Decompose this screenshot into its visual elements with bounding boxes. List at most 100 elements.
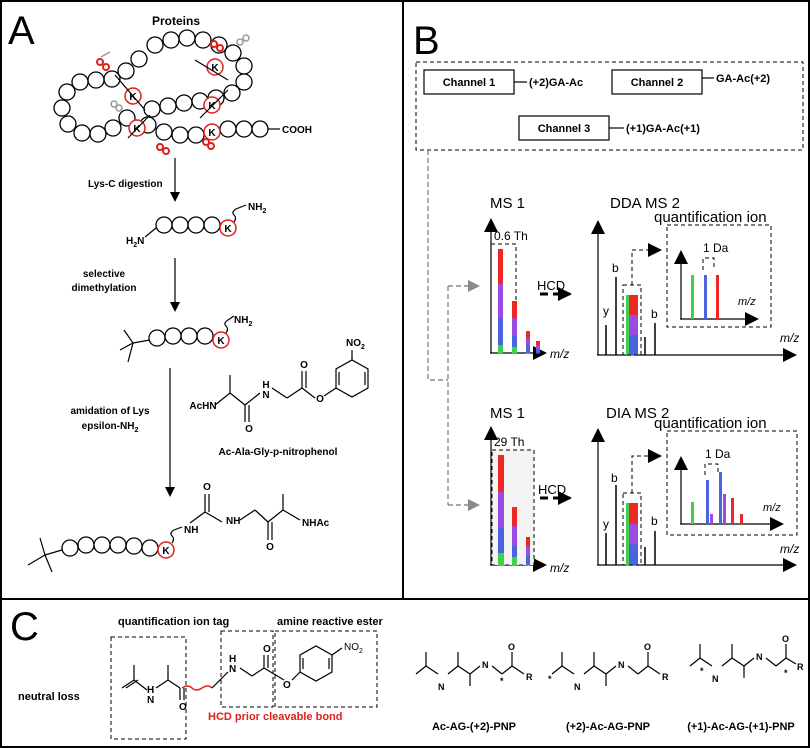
top-ms1: MS 1 0.6 Th m/z (484, 195, 569, 361)
connector-top (447, 286, 478, 505)
final-nh-1: NH (184, 525, 198, 536)
ms1-peak (498, 491, 504, 529)
channel-2-tag: GA-Ac(+2) (716, 73, 770, 85)
final-o-1: O (203, 482, 211, 493)
quant-green (691, 275, 694, 319)
dimethyl-label-1: selective (83, 269, 126, 280)
channel-3-box (518, 115, 610, 141)
quant-purple (710, 514, 713, 524)
top-ms1-bars (498, 249, 540, 354)
channel-1-box (423, 69, 515, 95)
top-ms2-mz: m/z (780, 331, 799, 345)
reagent-structure (214, 350, 369, 422)
top-quant-title: quantification ion (654, 209, 767, 226)
tag-o-3: O (283, 680, 291, 691)
ms1-peak (512, 301, 517, 319)
reagent-o-1: O (245, 424, 253, 435)
panel-letter-c: C (10, 605, 39, 649)
top-ms2-label: DDA MS 2 (610, 195, 680, 212)
bottom-hcd-label: HCD (538, 482, 566, 497)
ms1-peak (512, 318, 517, 337)
bottom-quant-box (666, 430, 798, 536)
variant-2-star: * (548, 674, 552, 684)
tag-o-2: O (263, 644, 271, 655)
quant-red (731, 498, 734, 524)
top-isolation-window (490, 243, 517, 354)
scissors-icon (210, 40, 224, 52)
peptide-1: K (144, 204, 247, 238)
variant-1 (415, 652, 525, 686)
bottom-quant-title: quantification ion (654, 415, 767, 432)
bottom-ms1-mz: m/z (550, 561, 569, 575)
amidation-label-1: amidation of Lys (70, 406, 150, 417)
quant-blue (719, 472, 722, 524)
top-da-label: 1 Da (703, 241, 729, 255)
panel-letter-a: A (8, 9, 35, 53)
variant-3-n2: N (756, 652, 763, 662)
ms1-peak-green (498, 553, 504, 565)
ms2-precursor-green (626, 503, 629, 565)
top-quant-mz: m/z (738, 296, 756, 308)
channel-1-label: Channel 1 (443, 77, 496, 89)
channel-2-label: Channel 2 (631, 77, 684, 89)
amine-ester-label: amine reactive ester (277, 616, 384, 628)
tag-nh2-n: N (229, 664, 236, 675)
bottom-window-label: 29 Th (494, 435, 524, 449)
tag-no2: NO2 (344, 642, 363, 655)
bottom-ms1: MS 1 29 Th m/z (484, 405, 569, 575)
quant-red (740, 514, 743, 524)
ms1-peak (536, 345, 540, 350)
variant-2-r: R (662, 672, 669, 682)
tag-nh-h: H (147, 685, 154, 696)
nhac-label: NHAc (302, 518, 330, 529)
bottom-ms2-y: y (603, 517, 609, 531)
neutral-loss-box (110, 636, 187, 740)
channel-box (415, 61, 804, 151)
top-ms2-b: b (612, 261, 619, 275)
variant-1-n1: N (438, 682, 445, 692)
achn-label: AcHN (189, 401, 216, 412)
lys-k-5: K (208, 128, 216, 139)
quant-blue (704, 275, 707, 319)
bottom-ms2-mz: m/z (780, 542, 799, 556)
neutral-loss-label: neutral loss (18, 691, 80, 703)
lys-k-p2: K (217, 336, 225, 347)
nh2-label-2: NH2 (234, 315, 252, 328)
tag-o-1: O (179, 702, 187, 713)
variant-2-n1: N (574, 682, 581, 692)
variant-3-star-2: * (784, 668, 788, 678)
lys-k-1: K (129, 92, 137, 103)
top-ms2: DDA MS 2 y b b m/z quantification ion 1 … (591, 195, 799, 362)
panel-a: Proteins COOH K K K K (27, 14, 369, 573)
cleavable-bond-label: HCD prior cleavable bond (208, 711, 342, 723)
variant-3-star-1: * (700, 666, 704, 676)
reagent-o-2: O (300, 360, 308, 371)
ms1-peak (526, 345, 530, 354)
variant-3-r: R (797, 662, 804, 672)
quant-tag-label: quantification ion tag (118, 616, 229, 628)
ms1-peak (498, 528, 504, 566)
proteins-label: Proteins (152, 14, 200, 28)
scissors-icons (96, 34, 250, 155)
ms1-peak (498, 318, 503, 354)
reagent-no2: NO2 (346, 338, 365, 351)
scissors-icon (202, 138, 215, 150)
bottom-da-label: 1 Da (705, 447, 731, 461)
channel-1-tag: (+2)GA-Ac (529, 77, 583, 89)
ms1-peak (526, 555, 530, 566)
variant-1-label: Ac-AG-(+2)-PNP (432, 721, 516, 733)
bottom-quant-mz: m/z (763, 502, 781, 514)
tag-nh2-h: H (229, 654, 236, 665)
final-product: K (27, 494, 301, 573)
ms1-peak (512, 545, 517, 566)
tag-nh-n: N (147, 695, 154, 706)
quant-purple (723, 494, 726, 524)
ms1-peak (512, 507, 517, 527)
reagent-label: Ac-Ala-Gly-p-nitrophenol (219, 447, 338, 458)
variant-2-label: (+2)-Ac-AG-PNP (566, 721, 650, 733)
final-nh-2: NH (226, 516, 240, 527)
ms1-peak (512, 526, 517, 547)
bottom-da-bracket (704, 463, 719, 475)
bottom-ms2-bars (605, 485, 656, 566)
